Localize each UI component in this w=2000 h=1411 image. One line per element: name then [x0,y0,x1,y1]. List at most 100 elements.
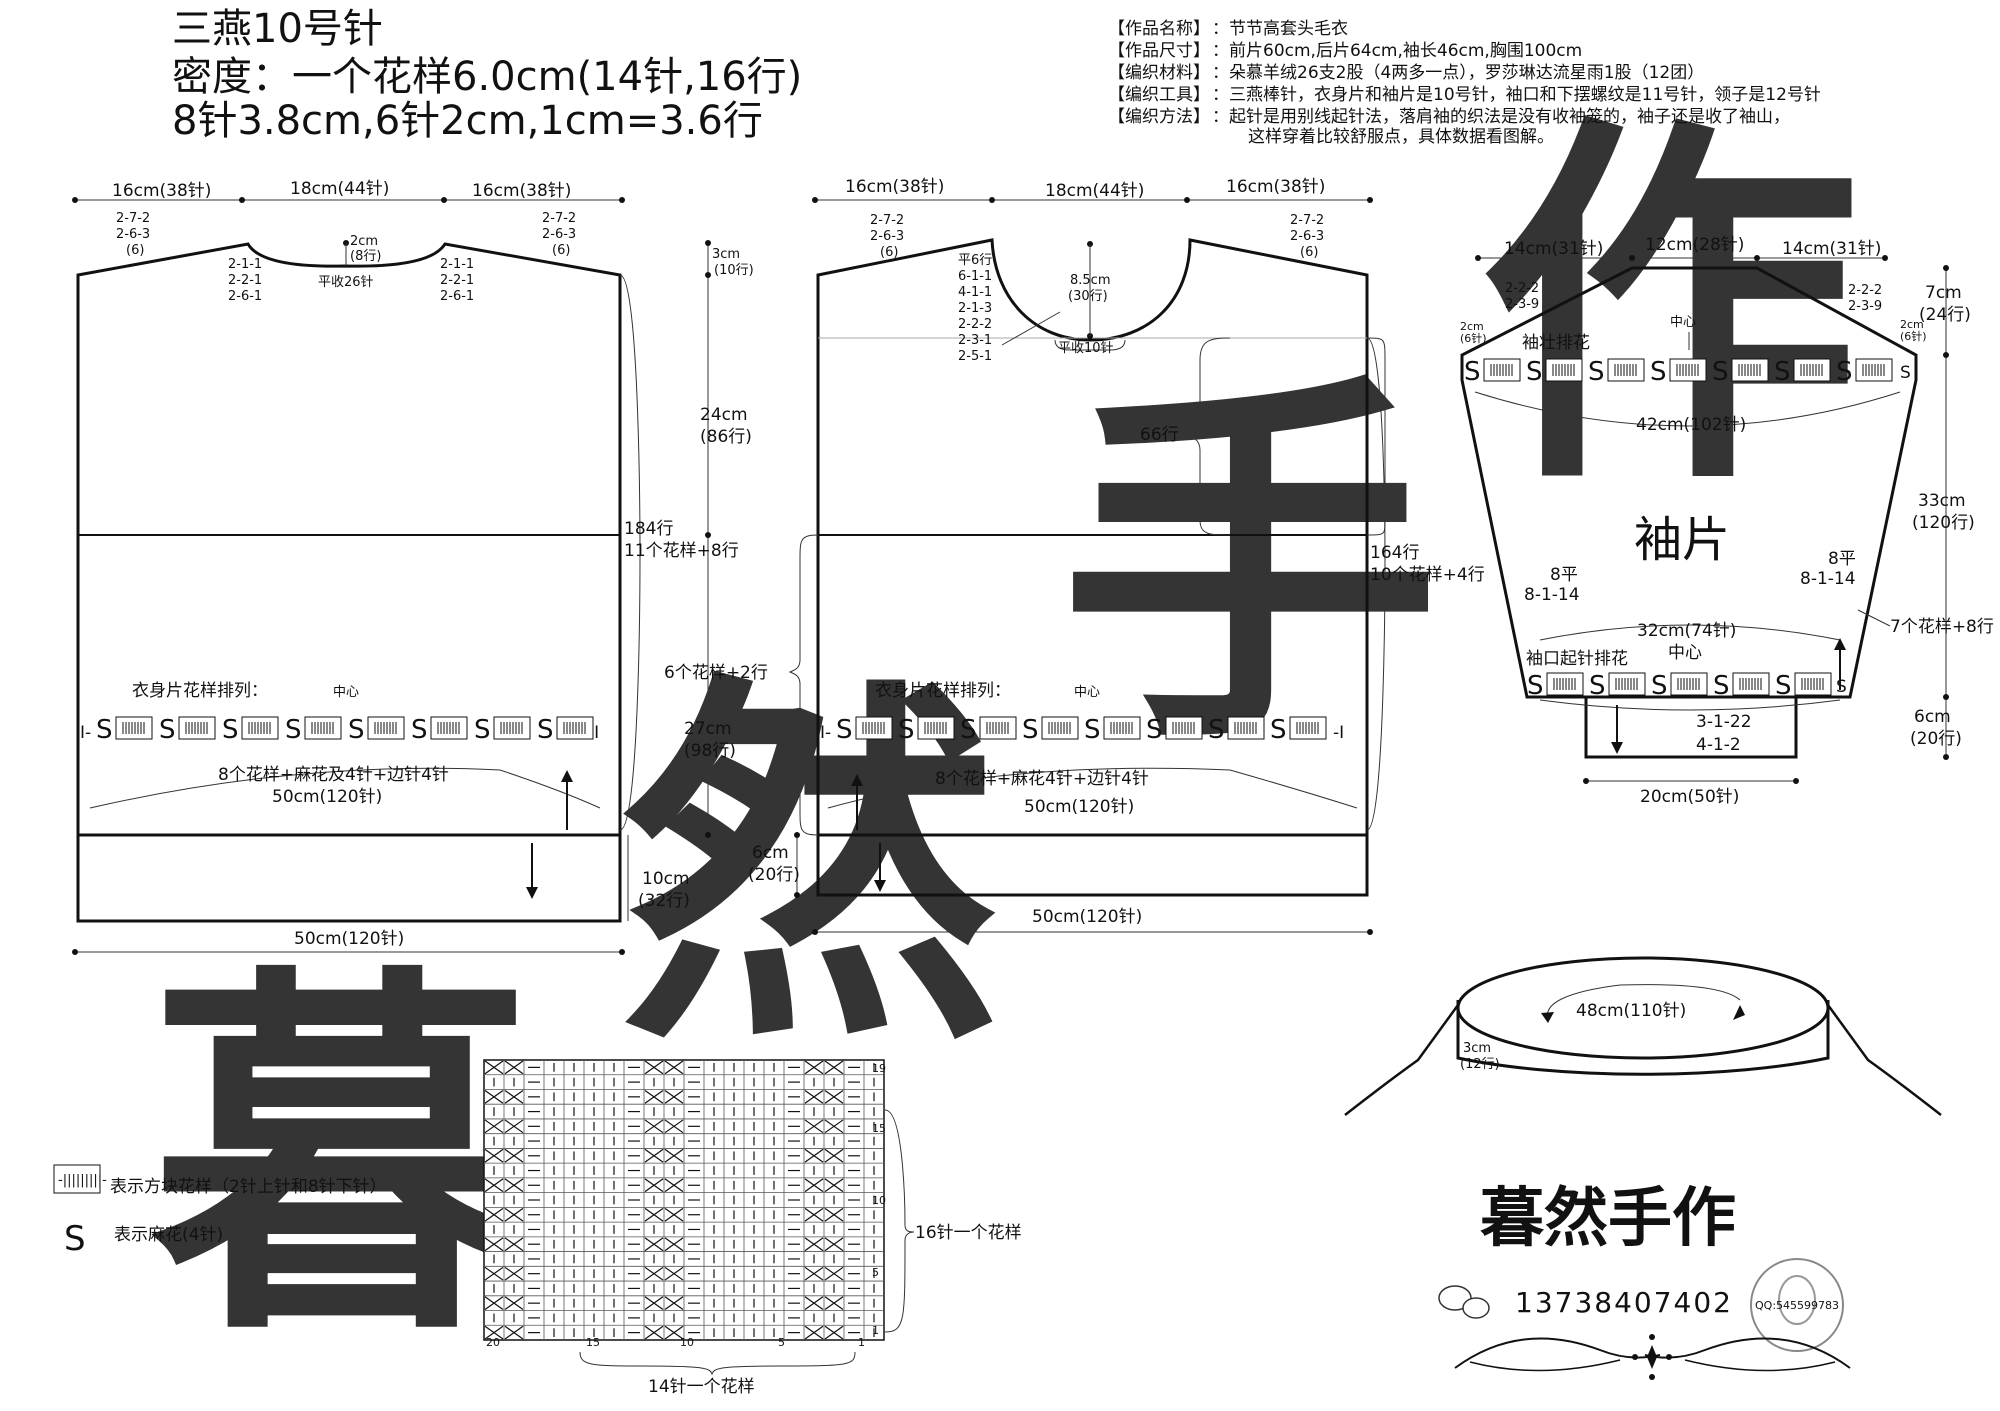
cable-cross-mark [804,1148,824,1163]
front-upper-rows: 66行 [1140,425,1179,445]
cable-s-icon: S [159,715,176,745]
cable-s-icon: S [1713,671,1730,701]
shoulder-dec: (6) [126,243,144,258]
back-top-right: 16cm(38针) [472,181,571,201]
cable-s-icon: S [348,715,365,745]
info-value: ：起针是用别线起针法，落肩袖的织法是没有收袖笼的，袖子还是收了袖山， [1212,107,1790,127]
block-pattern-icon [1165,716,1203,740]
dim-dot [1475,255,1481,261]
cable-cross-mark [484,1296,504,1311]
front-width-bottom: 50cm(120针) [1032,907,1142,927]
cap-edge: (6针) [1900,329,1927,343]
chart-rows-note: 16针一个花样 [915,1223,1022,1243]
cable-cross-mark [484,1119,504,1134]
block-pattern-icon [1608,672,1646,696]
block-pattern-icon [1670,672,1708,696]
neck-bind: 平收26针 [318,275,374,290]
cable-cross-mark [504,1148,524,1163]
shoulder-dec: 2-6-3 [542,227,576,242]
pattern-center: 中心 [1074,685,1100,700]
block-pattern-icon [1103,716,1141,740]
dim-dot [705,832,711,838]
block-pattern-icon [917,716,955,740]
block-pattern-icon [1607,358,1645,382]
cable-cross-mark [644,1089,664,1104]
front-top-mid: 18cm(44针) [1045,181,1144,201]
dim-dot [1882,255,1888,261]
front-left-brace [788,534,819,836]
legend-block-icon [53,1164,101,1194]
block-pattern-icon [1855,358,1893,382]
arrow-icon [1733,1005,1745,1020]
cable-cross-mark [664,1325,684,1340]
neck-bind: 平收10针 [1058,341,1114,356]
cable-cross-mark [664,1266,684,1281]
pattern-desc: 8个花样+麻花4针+边针4针 [935,769,1149,789]
block-pattern-icon [1669,358,1707,382]
info-label: 【作品尺寸】 [1108,41,1210,61]
dim-dot [705,272,711,278]
watermark-char-4: 作 [1480,87,1860,530]
row-number: 5 [872,1266,879,1279]
pattern-edge: I- [820,723,831,743]
cable-s-icon: S [1836,357,1853,387]
cable-s-icon: S [411,715,428,745]
neck-leader [1001,311,1061,346]
chart-grid [483,1059,885,1341]
info-value: ：三燕棒针，衣身片和袖片是10号针，袖口和下摆螺纹是11号针，领子是12号针 [1212,85,1821,105]
dim-dot [989,197,995,203]
dim-dot [705,240,711,246]
cable-cross-mark [484,1178,504,1193]
cable-s-icon: S [1589,671,1606,701]
cable-cross-mark [824,1237,844,1252]
block-pattern-icon [115,716,153,740]
back-lower: (98行) [684,741,736,761]
shoulder-dec: 2-7-2 [1290,213,1324,228]
cable-cross-mark [644,1060,664,1075]
back-outline [76,242,622,837]
front-piece: 16cm(38针) 18cm(44针) 16cm(38针) 2-7-2 2-6-… [664,177,1485,935]
cuff-width-brace [1539,624,1841,641]
dim-dot [794,832,800,838]
cable-cross-mark [824,1060,844,1075]
header: 三燕10号针 密度：一个花样6.0cm(14针,16行) 8针3.8cm,6针2… [172,6,802,144]
shoulder-dec: 2-6-3 [116,227,150,242]
cable-s-icon: S [836,715,853,745]
cable-cross-mark [484,1148,504,1163]
neck-dec: 平6行 [958,253,992,268]
cable-cross-mark [804,1266,824,1281]
row-number: 19 [872,1062,886,1075]
cable-s-icon: S [1022,715,1039,745]
cap-height: 7cm [1925,283,1962,303]
cable-cross-mark [824,1207,844,1222]
cable-cross-mark [824,1119,844,1134]
back-upper: 24cm [700,405,748,425]
pattern-desc: 8个花样+麻花及4针+边针4针 [218,765,449,785]
collar-shoulder-right [1826,1004,1942,1116]
neck-depth: (30行) [1068,289,1108,304]
sleeve-piece: 14cm(31针) 12cm(28针) 14cm(31针) 2-2-2 2-3-… [1460,235,1994,807]
cuff-title: 袖口起针排花 [1526,649,1628,669]
sleeve-dec: 8-1-14 [1524,585,1580,605]
cable-cross-mark [484,1266,504,1281]
front-top-right: 16cm(38针) [1226,177,1325,197]
dim-dot [619,949,625,955]
cap-height: (24行) [1919,305,1971,325]
block-pattern-icon [1545,358,1583,382]
cable-cross-mark [644,1325,664,1340]
pattern-center: 中心 [333,685,359,700]
shoulder-dec: 2-7-2 [870,213,904,228]
cable-s-icon: S [1527,671,1544,701]
dim-dot [1943,352,1949,358]
block-pattern-icon [1793,358,1831,382]
brand-block: 暮然手作 13738407402 QQ:545599783 [1438,1182,1851,1380]
dim-dot [441,197,447,203]
col-number: 10 [680,1336,694,1349]
neck-dec: 2-6-1 [440,289,474,304]
neck-dec: 2-2-1 [228,273,262,288]
front-width-mid: 50cm(120针) [1024,797,1134,817]
neck-dec: 6-1-1 [958,269,992,284]
cable-cross-mark [804,1178,824,1193]
